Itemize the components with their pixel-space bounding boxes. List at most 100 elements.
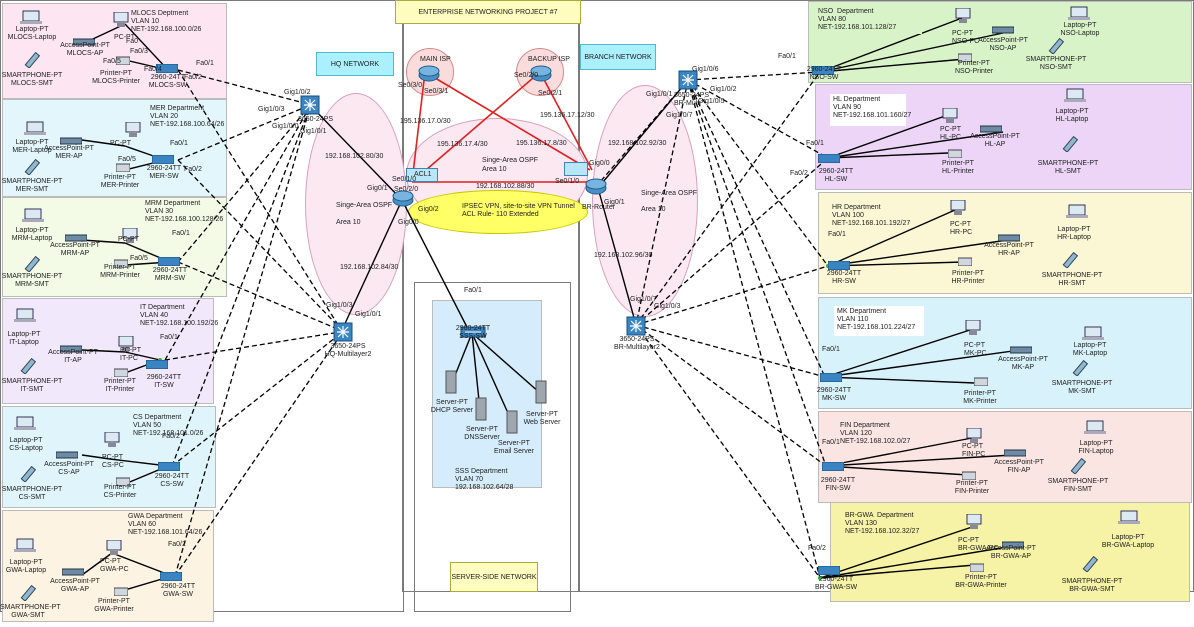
link-l5: 192.168.102.80/30: [325, 153, 384, 160]
pc-icon[interactable]: [966, 427, 982, 444]
switch-icon[interactable]: [821, 461, 845, 472]
fin-pc-label: PC-PT FIN-PC: [962, 443, 986, 458]
access-point-icon[interactable]: [991, 26, 1015, 34]
smartphone-icon[interactable]: [1070, 457, 1087, 475]
pc-icon[interactable]: [106, 539, 122, 556]
access-point-icon[interactable]: [997, 234, 1021, 242]
switch-icon[interactable]: [159, 571, 183, 582]
laptop-icon[interactable]: [1084, 420, 1106, 434]
hq-multilayer-bottom-icon[interactable]: [333, 322, 353, 342]
laptop-icon[interactable]: [22, 208, 44, 222]
laptop-icon[interactable]: [20, 10, 42, 24]
laptop-icon[interactable]: [1082, 326, 1104, 340]
switch-icon[interactable]: [157, 256, 181, 267]
hr-dept-panel: [818, 192, 1192, 294]
access-point-icon[interactable]: [1009, 346, 1033, 354]
laptop-icon[interactable]: [14, 538, 36, 552]
access-point-icon[interactable]: [61, 568, 85, 576]
smartphone-icon[interactable]: [1082, 555, 1099, 573]
brgwa-laptop-label: Laptop-PT BR-GWA-Laptop: [1101, 534, 1155, 549]
pc-icon[interactable]: [955, 7, 971, 24]
fin-dept-title: FIN Department VLAN 120 NET-192.168.102.…: [840, 422, 911, 445]
mk-pc-label: PC-PT MK-PC: [964, 342, 987, 357]
mlocs-laptop-label: Laptop-PT MLOCS-Laptop: [7, 26, 57, 41]
nso-smt-label: SMARTPHONE-PT NSO-SMT: [1025, 56, 1087, 71]
br-multilayer-bottom-icon[interactable]: [626, 316, 646, 336]
printer-icon[interactable]: [947, 148, 963, 159]
pc-icon[interactable]: [113, 11, 129, 28]
email-server-icon[interactable]: [506, 410, 518, 434]
access-point-icon[interactable]: [59, 137, 83, 145]
printer-icon[interactable]: [969, 562, 985, 573]
pc-icon[interactable]: [118, 335, 134, 352]
pc-icon[interactable]: [104, 431, 120, 448]
mk-dept-title: MK Department VLAN 110 NET-192.168.101.2…: [837, 308, 916, 331]
printer-icon[interactable]: [113, 586, 129, 597]
sss-switch-icon[interactable]: [460, 326, 486, 338]
pc-icon[interactable]: [942, 107, 958, 124]
switch-icon[interactable]: [817, 153, 841, 164]
switch-icon[interactable]: [157, 461, 181, 472]
smartphone-icon[interactable]: [1062, 251, 1079, 269]
switch-icon[interactable]: [819, 372, 843, 383]
pc-icon[interactable]: [122, 227, 138, 244]
access-point-icon[interactable]: [1003, 449, 1027, 457]
smartphone-icon[interactable]: [1048, 37, 1065, 55]
smartphone-icon[interactable]: [24, 158, 41, 176]
printer-icon[interactable]: [961, 470, 977, 481]
pc-icon[interactable]: [125, 121, 141, 138]
server-zone-frame: [414, 282, 571, 612]
backup-isp-router-icon[interactable]: [530, 64, 552, 82]
it-dept-title: IT Department VLAN 40 NET-192.168.100.19…: [140, 304, 219, 327]
web-server-icon[interactable]: [535, 380, 547, 404]
access-point-icon[interactable]: [64, 234, 88, 242]
pc-icon[interactable]: [965, 319, 981, 336]
mer-fa01: Fa0/1: [170, 140, 188, 147]
laptop-icon[interactable]: [1066, 204, 1088, 218]
switch-icon[interactable]: [151, 154, 175, 165]
laptop-icon[interactable]: [24, 121, 46, 135]
link-l7: 192.168.102.88/30: [476, 183, 535, 190]
laptop-icon[interactable]: [1068, 6, 1090, 20]
br-router-icon[interactable]: [585, 176, 607, 196]
pc-icon[interactable]: [966, 513, 982, 530]
hq-router-icon[interactable]: [392, 188, 414, 208]
mlocs-switch-label: 2960-24TT MLOCS-SW: [148, 74, 188, 89]
switch-icon[interactable]: [817, 565, 841, 576]
laptop-icon[interactable]: [14, 416, 36, 430]
smartphone-icon[interactable]: [24, 51, 41, 69]
mer-laptop-label: Laptop-PT MER-Laptop: [12, 139, 52, 154]
smartphone-icon[interactable]: [20, 465, 37, 483]
laptop-icon[interactable]: [14, 308, 36, 322]
gwa-switch-label: 2960-24TT GWA-SW: [160, 583, 196, 598]
sss-switch-label: 2960-24TT SSS-SW: [455, 325, 491, 340]
dns-server-label: Server-PT DNSServer: [464, 426, 500, 441]
dns-server-icon[interactable]: [475, 397, 487, 421]
main-isp-router-icon[interactable]: [418, 64, 440, 82]
laptop-icon[interactable]: [1064, 88, 1086, 102]
access-point-icon[interactable]: [979, 125, 1003, 133]
smartphone-icon[interactable]: [1072, 359, 1089, 377]
printer-icon[interactable]: [957, 256, 973, 267]
brgwa-fa02: Fa0/2: [808, 545, 826, 552]
br-multilayer-top-icon[interactable]: [678, 70, 698, 90]
hr-pc-label: PC-PT HR-PC: [950, 221, 973, 236]
smartphone-icon[interactable]: [20, 584, 37, 602]
laptop-icon[interactable]: [1118, 510, 1140, 524]
smartphone-icon[interactable]: [20, 357, 37, 375]
center-ospf-line1: Singe-Area OSPF: [482, 157, 539, 164]
access-point-icon[interactable]: [55, 451, 79, 459]
smartphone-icon[interactable]: [1062, 135, 1079, 153]
nso-ap-label: AccessPoint-PT NSO-AP: [978, 37, 1028, 52]
hq-multilayer-top-icon[interactable]: [300, 95, 320, 115]
port-brml-gig103: Gig1/0/3: [654, 303, 681, 310]
brgwa-printer-label: Printer-PT BR-GWA-Printer: [955, 574, 1007, 589]
printer-icon[interactable]: [113, 367, 129, 378]
pc-icon[interactable]: [950, 199, 966, 216]
it-fa01: Fa0/1: [160, 334, 178, 341]
switch-icon[interactable]: [145, 359, 169, 370]
dhcp-server-icon[interactable]: [445, 370, 457, 394]
switch-icon[interactable]: [827, 260, 851, 271]
printer-icon[interactable]: [973, 376, 989, 387]
smartphone-icon[interactable]: [24, 255, 41, 273]
